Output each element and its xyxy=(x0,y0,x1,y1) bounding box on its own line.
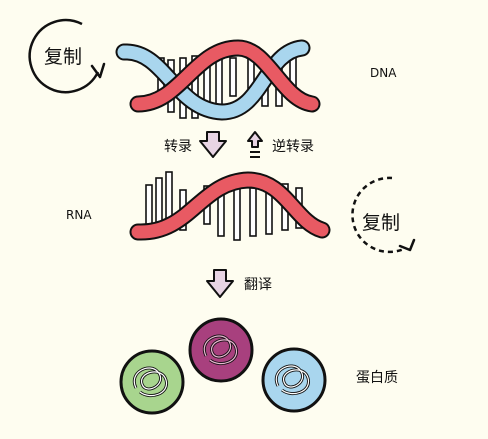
transcription-arrow xyxy=(199,131,227,158)
translation-arrow xyxy=(206,269,234,298)
rna-strand xyxy=(129,171,331,241)
reverse-transcription-label: 逆转录 xyxy=(272,139,314,155)
transcription-label: 转录 xyxy=(164,139,192,155)
rna-label: RNA xyxy=(66,208,92,222)
replication-cycle-arrow-dna xyxy=(28,18,106,94)
replication-cycle-arrow-rna xyxy=(351,176,416,254)
translation-label: 翻译 xyxy=(244,277,272,293)
replication-label-dna: 复制 xyxy=(44,46,83,68)
protein-label: 蛋白质 xyxy=(356,370,398,386)
dna-double-helix xyxy=(115,39,321,121)
protein-purple xyxy=(188,317,254,383)
replication-label-rna: 复制 xyxy=(362,212,401,234)
dna-label: DNA xyxy=(370,66,397,80)
reverse-transcription-arrow xyxy=(247,131,263,158)
protein-green xyxy=(119,349,185,415)
protein-blue xyxy=(261,347,327,413)
